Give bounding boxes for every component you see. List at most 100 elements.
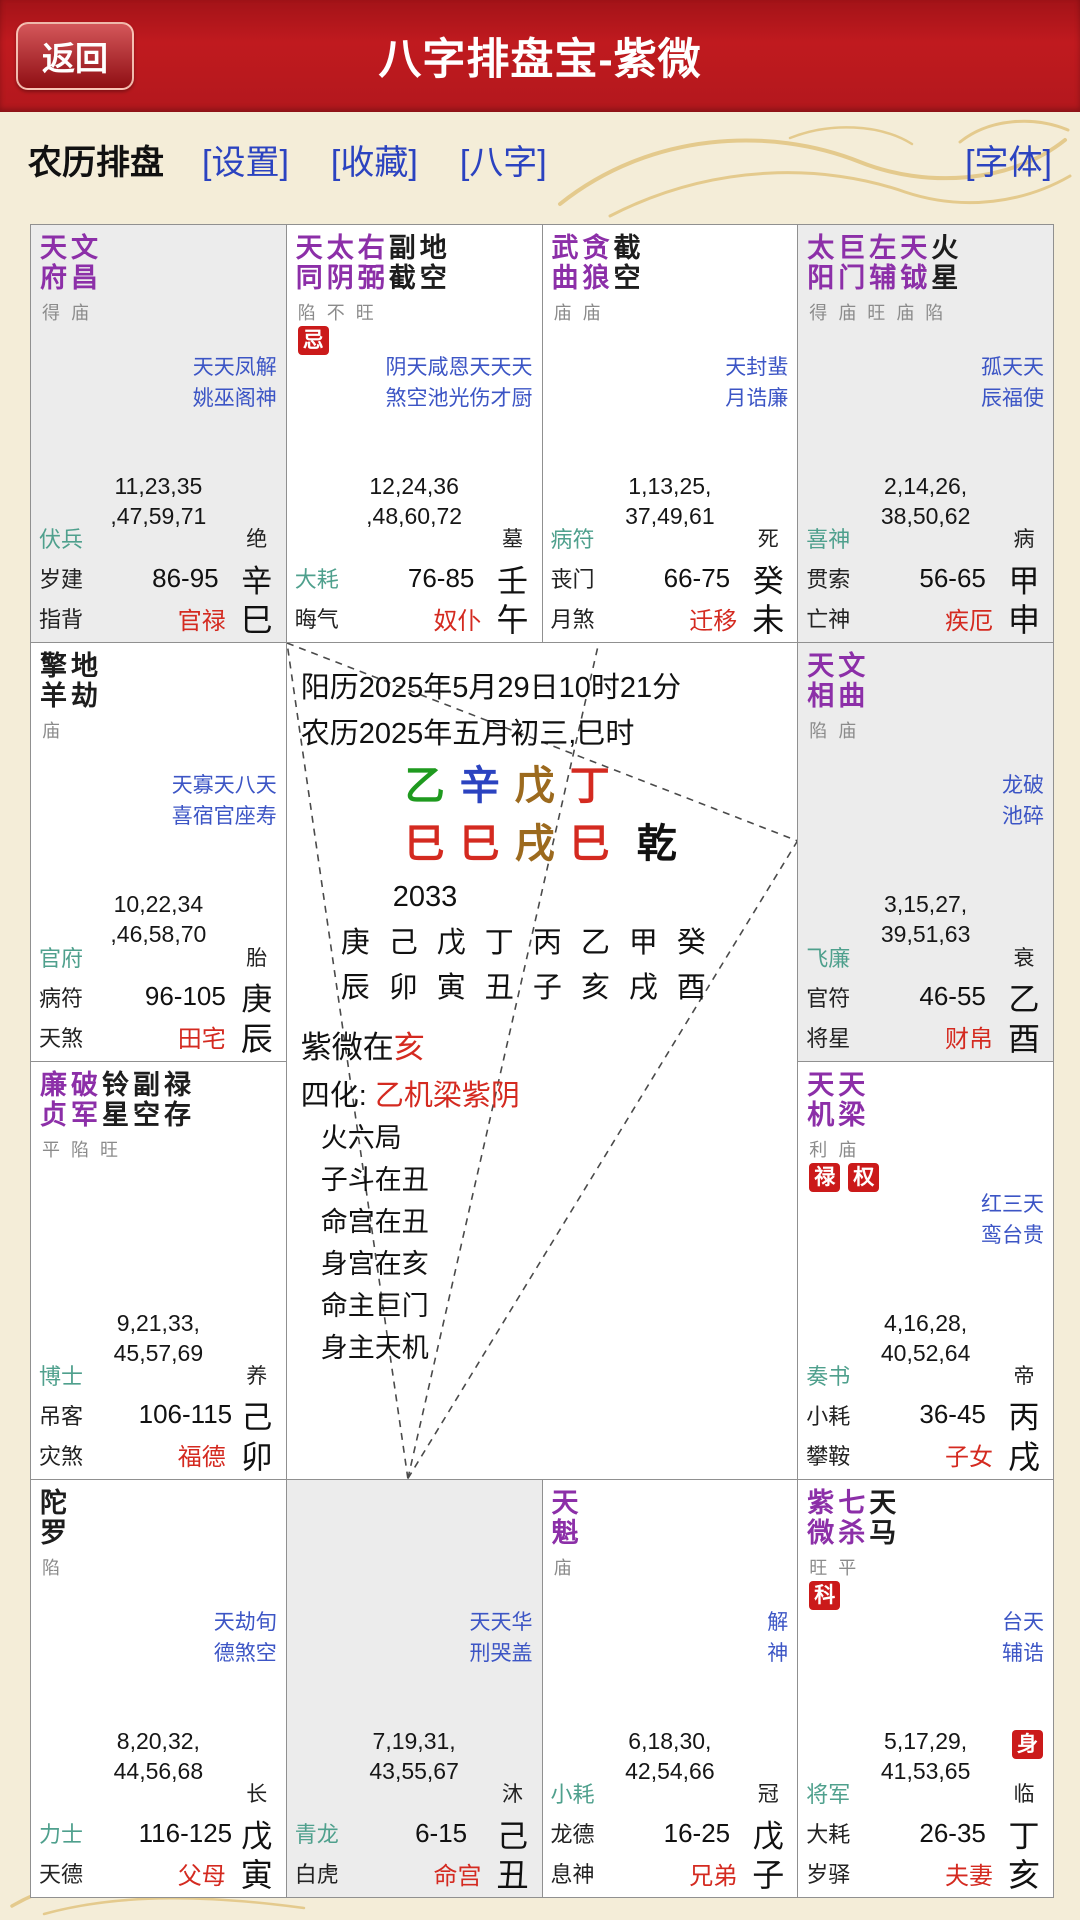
footer-row-1: 小耗冠 [551, 1773, 790, 1813]
ziwei-chart: 阳历2025年5月29日10时21分农历2025年五月初三,巳时乙辛戊丁巳巳戌巳… [30, 224, 1054, 1898]
stem-char: 戊 [752, 1818, 784, 1854]
year-numbers: 9,21,33,45,57,69 [113, 1309, 204, 1366]
footer-row-1: 喜神病 [806, 518, 1045, 558]
god-1: 病符 [550, 527, 595, 553]
stem-char: 己 [497, 1818, 528, 1854]
minor-stars: 龙破池碎 [1002, 774, 1044, 829]
god-3: 将星 [806, 1025, 851, 1051]
star-火星: 火星 [931, 233, 959, 293]
branch-char: 午 [496, 602, 529, 639]
year-numbers: 8,20,32,44,56,68 [113, 1727, 204, 1784]
star-天同: 天同 [295, 233, 323, 293]
brightness-label: 平陷旺 [42, 1139, 129, 1160]
year-numbers: 5,17,29,41,53,65 [880, 1727, 971, 1784]
footer-row-1: 长 [39, 1773, 278, 1813]
toolbar-link-1[interactable]: [收藏] [330, 143, 418, 182]
star-地空: 地空 [419, 233, 447, 293]
dayun-branch: 丑 [484, 972, 514, 1005]
stem-char: 戊 [241, 1818, 273, 1854]
back-button[interactable]: 返回 [16, 22, 134, 90]
ziwei-value: 亥 [393, 1030, 425, 1066]
ziwei-position-line: 紫微在亥 [301, 1021, 798, 1075]
star-陀罗: 陀罗 [40, 1487, 67, 1548]
year-numbers: 2,14,26,38,50,62 [880, 473, 971, 529]
brightness-label: 庙 [553, 1557, 583, 1578]
dayun-stem: 丙 [532, 927, 562, 960]
pillar-stem: 辛 [459, 764, 500, 809]
stem-char: 丙 [1008, 1400, 1040, 1436]
sihua-badges: 禄权 [809, 1162, 880, 1192]
palace-name: 子女 [945, 1444, 993, 1472]
changsheng-stage: 死 [757, 528, 779, 552]
star-七杀: 七杀 [838, 1487, 866, 1548]
toolbar-link-3[interactable]: [字体] [965, 143, 1052, 182]
sihua-badge-权: 权 [848, 1162, 880, 1192]
brightness-label: 陷庙 [809, 721, 868, 742]
star-天钺: 天钺 [900, 233, 928, 293]
changsheng-stage: 帝 [1013, 1364, 1035, 1388]
minor-stars: 天寡天八天喜宿官座寿 [171, 774, 277, 829]
footer-row-3: 白虎命宫丑 [295, 1853, 534, 1893]
minor-stars: 阴天咸恩天天天煞空池光伤才厨 [385, 356, 533, 410]
palace-name: 迁移 [689, 607, 738, 635]
sihua-badge-禄: 禄 [809, 1162, 841, 1192]
branch-char: 戌 [1007, 1438, 1040, 1475]
god-3: 灾煞 [39, 1443, 84, 1469]
age-range: 116-125 [138, 1817, 233, 1848]
god-3: 攀鞍 [806, 1443, 851, 1469]
god-1: 博士 [39, 1363, 84, 1389]
dayun-stem: 戊 [436, 927, 466, 960]
dayun-stems-row: 庚己戊丁丙乙甲癸 [341, 921, 798, 966]
footer-row-2: 官符 46-55 乙 [806, 977, 1045, 1017]
palace-name: 父母 [177, 1862, 226, 1890]
god-2: 小耗 [806, 1403, 851, 1429]
star-贪狼: 贪狼 [582, 233, 610, 293]
toolbar-link-0[interactable]: [设置] [202, 143, 289, 182]
main-stars: 天府文昌 [39, 233, 99, 293]
star-天梁: 天梁 [838, 1069, 866, 1130]
sihua-line: 四化: 乙机梁紫阴 [301, 1075, 798, 1117]
changsheng-stage: 沐 [502, 1783, 523, 1806]
stem-char: 丁 [1008, 1818, 1040, 1854]
footer-row-1: 病符 死 [551, 518, 790, 558]
year-numbers: 6,18,30,42,54,66 [625, 1727, 715, 1784]
dayun-branches-row: 辰卯寅丑子亥戌酉 [341, 966, 798, 1011]
age-range: 96-105 [144, 981, 226, 1011]
footer-row-3: 攀鞍 子女戌 [806, 1435, 1045, 1475]
pillar-branch: 巳 [569, 822, 610, 867]
god-2: 官符 [806, 985, 851, 1011]
info-line-4: 命主巨门 [320, 1291, 429, 1322]
toolbar-link-2[interactable]: [八字] [459, 143, 547, 182]
stem-char: 乙 [1008, 982, 1040, 1017]
sihua-badge-科: 科 [809, 1580, 841, 1610]
palace-name: 财帛 [945, 1026, 993, 1053]
main-stars: 天相文曲 [806, 651, 866, 711]
god-3: 天德 [39, 1862, 84, 1887]
star-天相: 天相 [807, 651, 835, 712]
palace-name: 官禄 [177, 607, 226, 635]
god-1: 小耗 [550, 1782, 595, 1807]
star-破军: 破军 [71, 1069, 98, 1130]
star-文昌: 文昌 [71, 233, 98, 293]
age-range: 46-55 [919, 981, 986, 1011]
